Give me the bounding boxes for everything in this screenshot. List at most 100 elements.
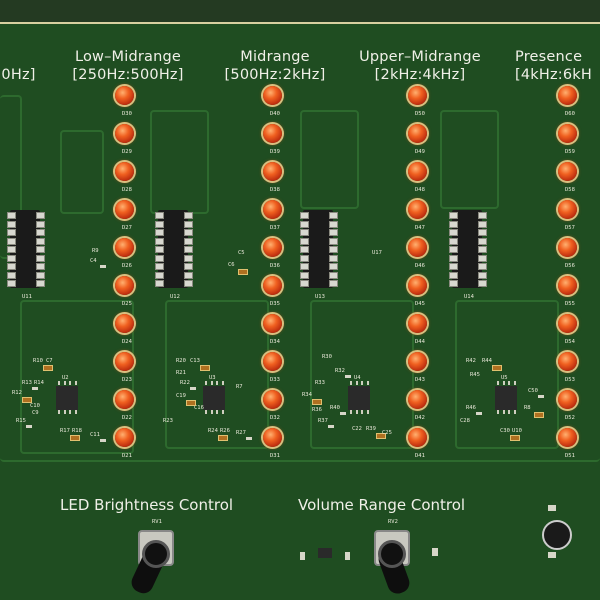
- component-label: C13: [190, 358, 200, 364]
- rv1-knob[interactable]: [142, 540, 170, 568]
- led-label: D45: [415, 301, 425, 307]
- ic-pin: [155, 254, 164, 262]
- ic-pin: [329, 237, 338, 245]
- ic-pin: [155, 263, 164, 270]
- led-label: D30: [122, 111, 132, 117]
- led-label: D22: [122, 415, 132, 421]
- led: [115, 200, 134, 219]
- rv1-label: RV1: [152, 519, 162, 525]
- trace: [150, 110, 209, 214]
- led-label: D50: [415, 111, 425, 117]
- smd-part: [548, 505, 556, 511]
- rv2-knob[interactable]: [378, 540, 406, 568]
- led: [558, 352, 577, 371]
- ic-label: U14: [464, 294, 474, 300]
- soic-pin: [497, 410, 499, 414]
- component-label: R46: [466, 405, 476, 411]
- component-label: C7: [46, 358, 53, 364]
- ic-pin: [7, 271, 16, 279]
- component-label: R33: [315, 380, 325, 386]
- smd-component: [246, 437, 252, 440]
- led-label: D48: [415, 187, 425, 193]
- component-label: U17: [372, 250, 382, 256]
- ic-label: U13: [315, 294, 325, 300]
- soic-pin: [221, 410, 224, 414]
- smd-component: [100, 265, 106, 268]
- smd-component: [340, 412, 346, 415]
- ic-pin: [155, 271, 164, 279]
- trace: [165, 300, 269, 449]
- led-label: D28: [122, 187, 132, 193]
- soic-pin: [210, 410, 213, 414]
- ic-pin: [329, 246, 338, 253]
- ic-label: U12: [170, 294, 180, 300]
- soic-ic: [203, 386, 225, 410]
- component-label: R24: [208, 428, 218, 434]
- component-label: R13: [22, 380, 32, 386]
- smd-component: [534, 412, 544, 418]
- smd-component: [376, 433, 386, 439]
- led: [263, 200, 282, 219]
- ic-pin: [478, 237, 487, 245]
- smd-part: [318, 548, 332, 558]
- led-label: D40: [270, 111, 280, 117]
- trace: [440, 110, 499, 209]
- ic-pin: [7, 254, 16, 262]
- ic-pin: [300, 271, 309, 279]
- led: [115, 162, 134, 181]
- soic-pin: [355, 410, 358, 414]
- ic-pin: [478, 280, 487, 287]
- led: [115, 390, 134, 409]
- component-label: R36: [312, 407, 322, 413]
- component-label: U10: [512, 428, 522, 434]
- soic-pin: [210, 381, 213, 385]
- ic-label: U11: [22, 294, 32, 300]
- led-label: D36: [270, 263, 280, 269]
- ic-pin: [7, 229, 16, 236]
- component-label: R27: [236, 430, 246, 436]
- component-label: R39: [366, 426, 376, 432]
- ic-pin: [329, 263, 338, 270]
- soic-pin: [205, 410, 207, 414]
- smd-component: [26, 425, 32, 428]
- component-label: R37: [318, 418, 328, 424]
- rv2-label: RV2: [388, 519, 398, 525]
- soic-pin: [502, 381, 505, 385]
- component-label: C10: [30, 403, 40, 409]
- led-label: D59: [565, 149, 575, 155]
- smd-part: [345, 552, 350, 560]
- component-label: R34: [302, 392, 312, 398]
- smd-component: [32, 387, 38, 390]
- component-label: R7: [236, 384, 243, 390]
- led: [558, 390, 577, 409]
- smd-component: [22, 397, 32, 403]
- header-midrange: Midrange [500Hz:2kHz]: [224, 49, 326, 83]
- ic-pin: [155, 229, 164, 236]
- led-label: D42: [415, 415, 425, 421]
- led: [408, 276, 427, 295]
- ic-pin: [449, 254, 458, 262]
- led: [263, 314, 282, 333]
- led: [263, 86, 282, 105]
- soic-pin: [366, 410, 369, 414]
- header-presence: Presence [4kHz:6kH: [515, 49, 593, 83]
- led-label: D25: [122, 301, 132, 307]
- led: [408, 428, 427, 447]
- smd-component: [328, 425, 334, 428]
- component-label: R30: [322, 354, 332, 360]
- led-brightness-label: LED Brightness Control: [60, 496, 234, 514]
- led: [558, 124, 577, 143]
- soic-pin: [361, 381, 363, 385]
- ic-pin: [449, 263, 458, 270]
- led-label: D51: [565, 453, 575, 459]
- soic-pin: [497, 381, 499, 385]
- ic-pin: [329, 212, 338, 219]
- component-label: C30: [500, 428, 510, 434]
- smd-component: [70, 435, 80, 441]
- soic-pin: [502, 410, 505, 414]
- component-label: C11: [90, 432, 100, 438]
- smd-component: [43, 365, 53, 371]
- led: [408, 162, 427, 181]
- led: [263, 162, 282, 181]
- soic-pin: [74, 381, 77, 385]
